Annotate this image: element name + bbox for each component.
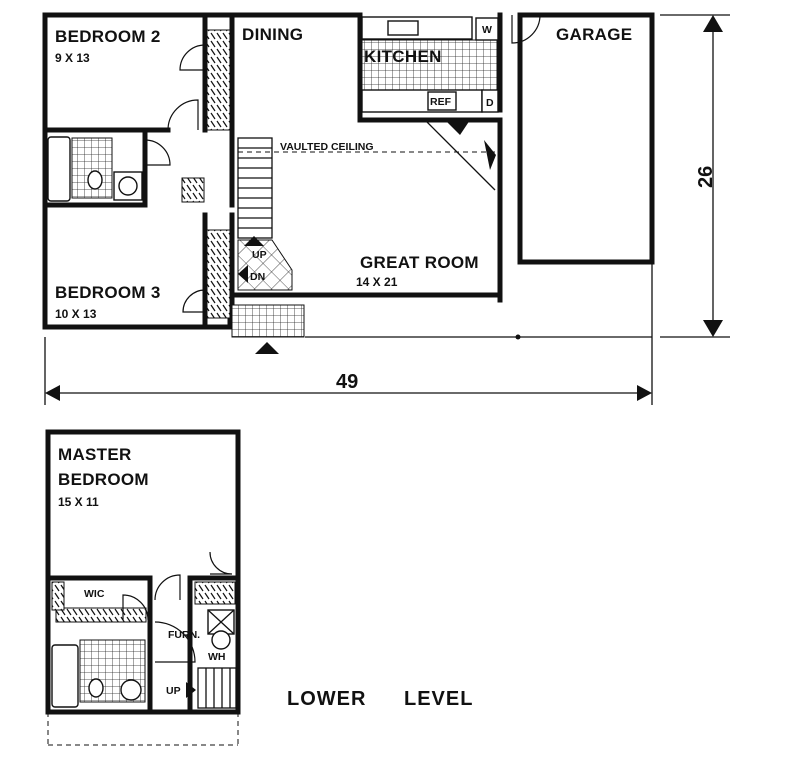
kitchen-walls [357, 12, 503, 265]
kitchen-counter-bottom [361, 89, 483, 113]
upper-level: BEDROOM 2 9 X 13 DINING KITCHEN W D REF … [42, 12, 655, 354]
entry-arrow-icon [255, 342, 279, 354]
bath-sink [118, 176, 138, 196]
garage-name: GARAGE [556, 25, 632, 44]
bath-floor-tile [71, 137, 113, 199]
width-dimension: 49 [336, 371, 358, 393]
stair-up-label: UP [252, 249, 267, 261]
dryer-label: D [486, 97, 494, 109]
great-room-name: GREAT ROOM [360, 253, 479, 272]
washer-box [475, 17, 499, 41]
door-utility [209, 551, 233, 575]
closet-bedroom2 [206, 29, 231, 131]
door-furnace [154, 621, 196, 663]
ref-label: REF [430, 96, 452, 108]
lower-ext-line [47, 712, 239, 746]
dryer-box [481, 89, 499, 113]
wic-closet-side [51, 581, 65, 611]
upper-stairs [237, 119, 496, 291]
kitchen-name: KITCHEN [364, 47, 442, 66]
level-title-word1: LOWER [287, 688, 366, 710]
lower-bathtub [51, 644, 79, 708]
door-hall [167, 99, 199, 131]
closet-hall [181, 177, 205, 203]
washer-label: W [482, 24, 492, 36]
door-bath [144, 139, 171, 166]
door-bedroom2 [179, 44, 206, 71]
wh-label: WH [208, 651, 226, 663]
lower-toilet [88, 678, 104, 698]
dimension-lines: 49 26 [44, 14, 730, 405]
great-room-size: 14 X 21 [356, 275, 398, 289]
dining-name: DINING [242, 25, 303, 44]
wic-closet-rod [55, 607, 147, 623]
toilet [87, 170, 103, 190]
lower-sink [120, 679, 142, 701]
bedroom3-size: 10 X 13 [55, 307, 97, 321]
level-title-word2: LEVEL [404, 688, 473, 710]
stair-dn-label: DN [250, 271, 265, 283]
lower-stairs [197, 667, 237, 709]
master-size: 15 X 11 [58, 495, 99, 509]
water-heater [211, 630, 231, 650]
utility-closet [194, 581, 236, 605]
entry-porch [231, 304, 305, 338]
furn-label: FURN. [168, 629, 200, 641]
bathtub [47, 136, 71, 202]
door-garage [511, 14, 541, 44]
bedroom2-size: 9 X 13 [55, 51, 90, 65]
wic-label: WIC [84, 588, 105, 600]
bedroom3-name: BEDROOM 3 [55, 283, 161, 302]
lower-up-arrow-icon [186, 682, 196, 698]
kitchen-sink [387, 20, 419, 36]
lower-level: MASTER BEDROOM 15 X 11 WIC FURN. WH UP L… [45, 429, 473, 746]
door-wic [122, 594, 149, 621]
upper-ext-line [305, 262, 653, 338]
depth-dimension: 26 [695, 166, 717, 188]
vaulted-ceiling-label: VAULTED CEILING [280, 141, 374, 153]
upper-outer-wall [42, 12, 655, 330]
master-line2: BEDROOM [58, 470, 149, 489]
stair-up-arrow-icon [244, 236, 264, 246]
stair-down-arrow-icon [238, 265, 248, 283]
closet-bedroom3 [206, 229, 231, 319]
door-lower-bath [154, 574, 181, 601]
bedroom2-name: BEDROOM 2 [55, 27, 161, 46]
door-bedroom3 [182, 289, 206, 313]
kitchen-floor-tile [361, 39, 498, 91]
ref-box [427, 91, 457, 111]
lower-up-label: UP [166, 685, 181, 697]
lower-interior-walls [45, 575, 241, 715]
master-line1: MASTER [58, 445, 132, 464]
